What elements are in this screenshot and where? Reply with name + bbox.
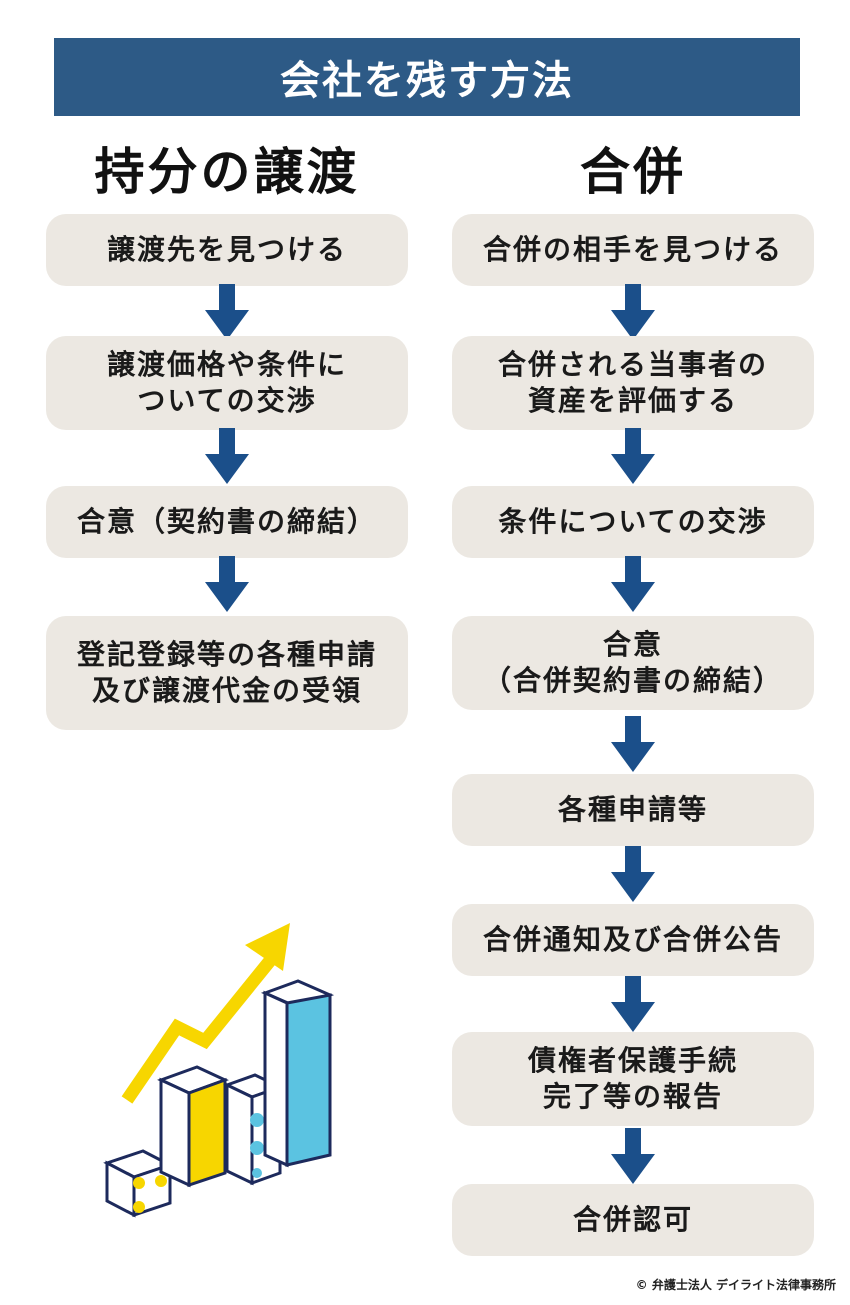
right-step-7: 債権者保護手続 完了等の報告 — [452, 1032, 814, 1126]
copyright-notice: © 弁護士法人 デイライト法律事務所 — [635, 1278, 836, 1292]
right-step-8: 合併認可 — [452, 1184, 814, 1256]
right-step-6: 合併通知及び合併公告 — [452, 904, 814, 976]
down-arrow-icon — [611, 846, 655, 902]
left-step-4: 登記登録等の各種申請 及び譲渡代金の受領 — [46, 616, 408, 730]
left-column-heading: 持分の譲渡 — [94, 143, 360, 201]
down-arrow-icon — [611, 556, 655, 612]
left-step-2: 譲渡価格や条件に ついての交渉 — [46, 336, 408, 430]
down-arrow-icon — [611, 716, 655, 772]
down-arrow-icon — [205, 556, 249, 612]
title-banner: 会社を残す方法 — [54, 38, 800, 116]
down-arrow-icon — [611, 1128, 655, 1184]
page-title: 会社を残す方法 — [280, 58, 574, 104]
right-step-4: 合意 （合併契約書の締結） — [452, 616, 814, 710]
down-arrow-icon — [611, 428, 655, 484]
right-column-heading: 合併 — [580, 143, 686, 201]
growth-chart-illustration — [103, 923, 335, 1218]
down-arrow-icon — [611, 284, 655, 340]
left-step-1: 譲渡先を見つける — [46, 214, 408, 286]
right-step-1: 合併の相手を見つける — [452, 214, 814, 286]
right-step-3: 条件についての交渉 — [452, 486, 814, 558]
down-arrow-icon — [205, 284, 249, 340]
down-arrow-icon — [611, 976, 655, 1032]
right-step-2: 合併される当事者の 資産を評価する — [452, 336, 814, 430]
right-step-5: 各種申請等 — [452, 774, 814, 846]
left-step-3: 合意（契約書の締結） — [46, 486, 408, 558]
down-arrow-icon — [205, 428, 249, 484]
